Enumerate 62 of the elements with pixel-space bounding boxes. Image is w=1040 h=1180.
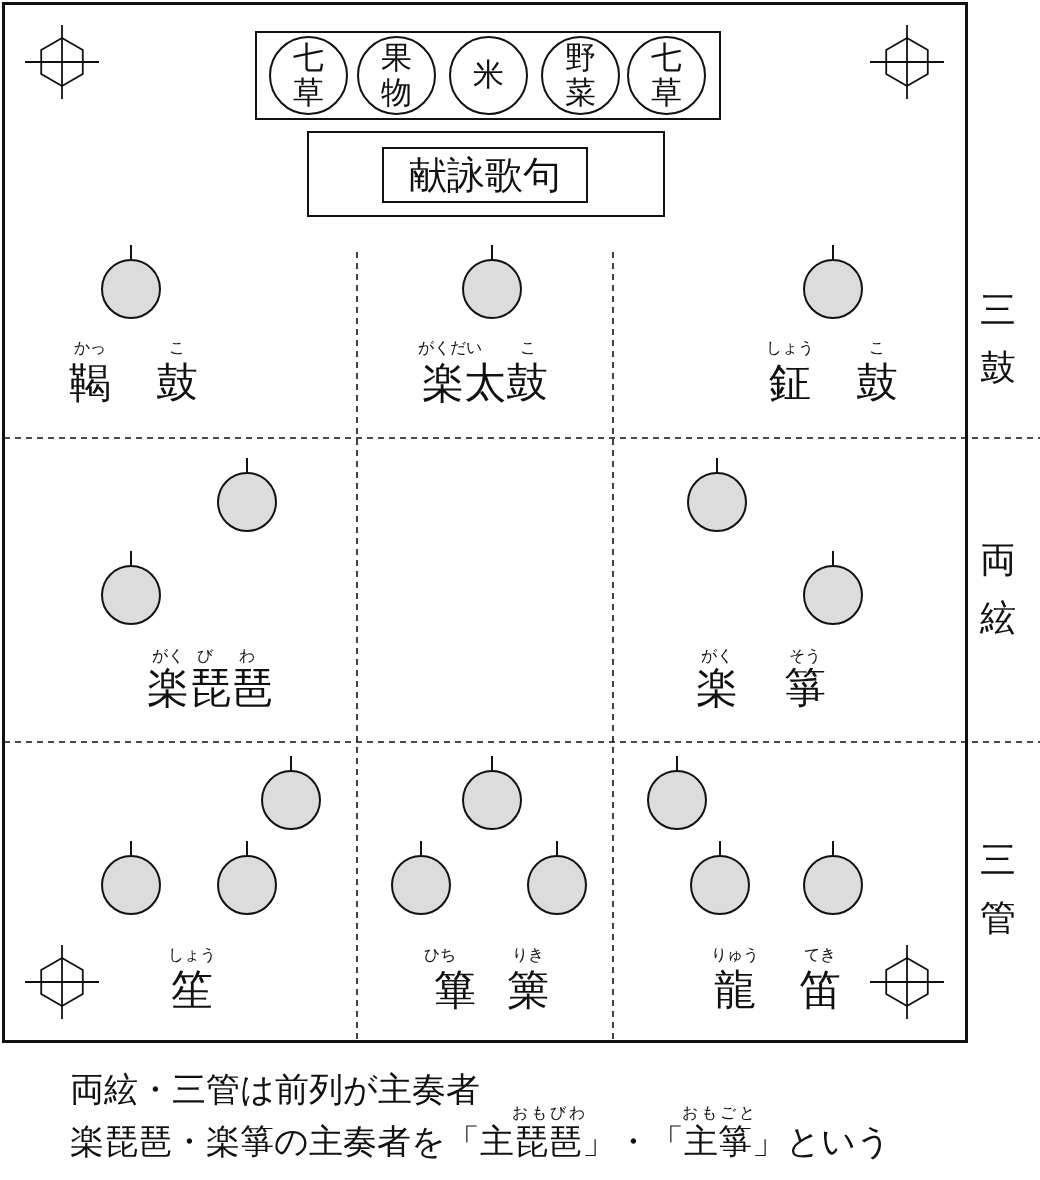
- offering-text: 果物: [381, 41, 412, 110]
- furigana: りき: [512, 947, 544, 963]
- instrument-name: 鼓: [156, 362, 198, 404]
- seat-circle: [260, 755, 322, 831]
- seat-circle: [646, 755, 708, 831]
- seat-circle: [216, 840, 278, 916]
- instrument-name: 鼓: [856, 362, 898, 404]
- furigana: てき: [804, 947, 836, 963]
- furigana: び: [197, 648, 213, 664]
- seat-circle: [802, 244, 864, 320]
- seat-circle: [461, 755, 523, 831]
- seat-circle: [216, 457, 278, 533]
- instrument-name: 龍: [714, 969, 756, 1011]
- seat-circle: [461, 244, 523, 320]
- seat-circle: [100, 550, 162, 626]
- offering-text: 七草: [651, 41, 682, 110]
- instrument-name: 鉦: [769, 362, 811, 404]
- footnote-text: 両絃・三管は前列が主奏者: [70, 1072, 480, 1106]
- offering-text: 野菜: [565, 41, 596, 110]
- footnote-text: 楽琵琶・楽箏の主奏者を「主琵琶」・「主箏」という: [70, 1124, 891, 1158]
- offering-text: 米: [473, 58, 504, 93]
- stage-outline: [2, 2, 968, 1043]
- instrument-name: 笙: [171, 969, 213, 1011]
- furigana: おもびわ: [512, 1105, 588, 1121]
- furigana: おもごと: [682, 1105, 758, 1121]
- furigana: こ: [520, 340, 536, 356]
- instrument-name: 鞨: [69, 362, 111, 404]
- seat-circle: [100, 840, 162, 916]
- furigana: ひち: [424, 947, 456, 963]
- section-label: 両絃: [980, 539, 1016, 640]
- seat-circle: [802, 840, 864, 916]
- seat-circle: [802, 550, 864, 626]
- seat-circle: [100, 244, 162, 320]
- furigana: りゅう: [711, 947, 759, 963]
- seat-circle: [526, 840, 588, 916]
- instrument-name: 楽太鼓: [422, 362, 548, 404]
- instrument-name: 楽琵琶: [147, 667, 273, 709]
- instrument-name: 篳: [434, 969, 476, 1011]
- section-label: 三管: [980, 839, 1016, 940]
- furigana: しょう: [168, 947, 216, 963]
- seat-circle: [390, 840, 452, 916]
- instrument-name: 箏: [784, 667, 826, 709]
- furigana: わ: [239, 648, 255, 664]
- furigana: がく: [152, 648, 184, 664]
- seat-circle: [689, 840, 751, 916]
- furigana: そう: [789, 648, 821, 664]
- offering-text: 七草: [293, 41, 324, 110]
- offering-table: [255, 31, 721, 120]
- offering-table: [307, 131, 665, 217]
- poem-title: 献詠歌句: [409, 152, 561, 198]
- instrument-name: 笛: [799, 969, 841, 1011]
- poem-box: [382, 147, 588, 203]
- furigana: こ: [869, 340, 885, 356]
- seat-circle: [686, 457, 748, 533]
- section-label: 三鼓: [980, 289, 1016, 390]
- furigana: こ: [169, 340, 185, 356]
- furigana: がく: [701, 648, 733, 664]
- furigana: がくだい: [418, 340, 482, 356]
- furigana: かっ: [74, 340, 106, 356]
- instrument-name: 篥: [507, 969, 549, 1011]
- instrument-name: 楽: [696, 667, 738, 709]
- furigana: しょう: [766, 340, 814, 356]
